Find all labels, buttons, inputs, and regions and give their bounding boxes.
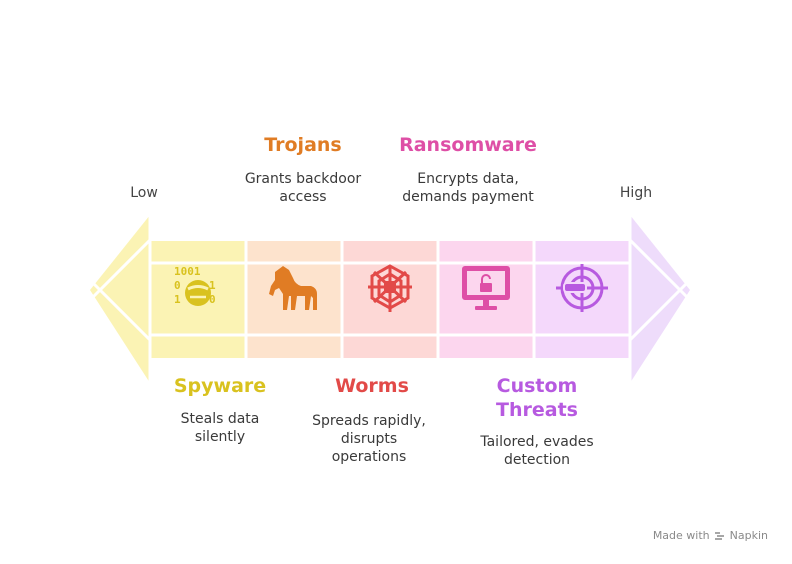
stage-desc-trojans: Grants backdoor access bbox=[244, 171, 362, 205]
band-dividers bbox=[89, 212, 691, 386]
target-crosshair-icon bbox=[556, 264, 608, 312]
low-arrow-head bbox=[90, 215, 150, 383]
stage-title-worms: Worms bbox=[335, 375, 409, 397]
svg-text:1: 1 bbox=[209, 279, 216, 292]
high-label: High bbox=[619, 185, 653, 201]
stage-title-ransomware: Ransomware bbox=[399, 134, 537, 156]
svg-text:0: 0 bbox=[174, 279, 181, 292]
made-with-napkin-footer: Made with Napkin bbox=[653, 529, 768, 542]
stage-title-custom-threats: Custom Threats bbox=[496, 375, 578, 421]
trojan-horse-icon bbox=[269, 266, 317, 310]
napkin-brand-label: Napkin bbox=[729, 529, 768, 542]
stage-desc-custom-threats: Tailored, evades detection bbox=[480, 434, 594, 468]
napkin-logo-icon bbox=[714, 531, 724, 540]
made-with-label: Made with bbox=[652, 529, 710, 542]
stage-desc-spyware: Steals data silently bbox=[180, 411, 260, 445]
svg-text:1: 1 bbox=[174, 293, 181, 306]
low-label: Low bbox=[130, 185, 158, 201]
locked-monitor-icon bbox=[462, 266, 510, 310]
stage-desc-worms: Spreads rapidly, disrupts operations bbox=[312, 413, 426, 465]
stage-desc-ransomware: Encrypts data, demands payment bbox=[402, 171, 534, 205]
stage-title-spyware: Spyware bbox=[173, 375, 267, 397]
svg-text:0: 0 bbox=[209, 293, 216, 306]
binary-spy-icon: 1001 0 1 1 0 bbox=[174, 265, 216, 306]
high-arrow-head bbox=[630, 215, 690, 383]
worm-web-icon bbox=[368, 264, 412, 312]
svg-text:1001: 1001 bbox=[174, 265, 201, 278]
stage-title-trojans: Trojans bbox=[264, 134, 342, 156]
